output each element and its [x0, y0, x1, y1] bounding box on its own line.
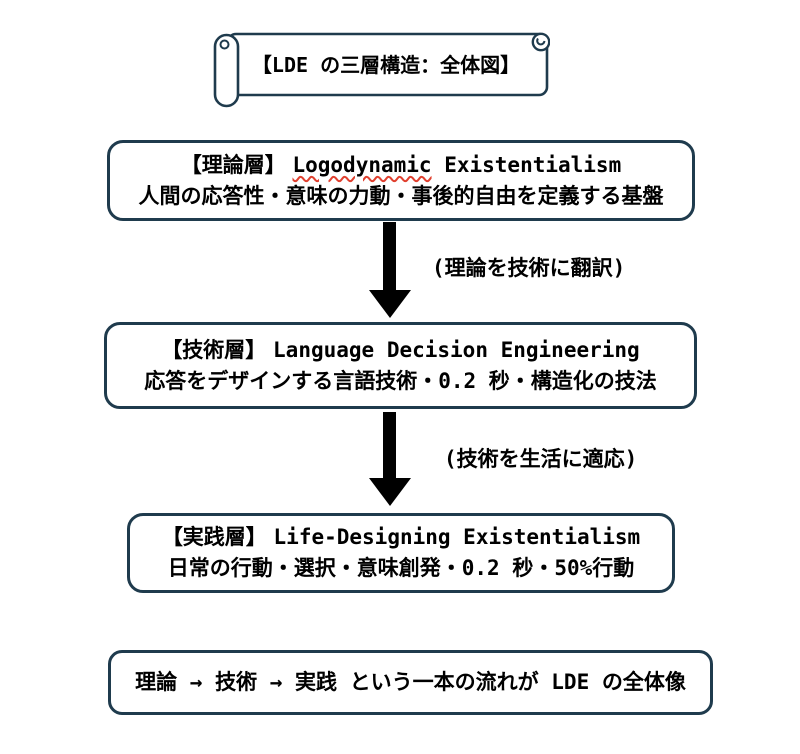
arrow-label-theory-to-tech: (理論を技術に翻訳) [432, 256, 626, 280]
summary-box: 理論 → 技術 → 実践 という一本の流れが LDE の全体像 [108, 650, 713, 715]
scroll-banner-icon [213, 32, 550, 108]
summary-text: 理論 → 技術 → 実践 という一本の流れが LDE の全体像 [135, 670, 686, 694]
banner-title: 【LDE の三層構造：全体図】 [251, 53, 521, 77]
tech-description: 応答をデザインする言語技術・0.2 秒・構造化の技法 [144, 368, 657, 393]
down-arrow-icon-1 [369, 222, 411, 318]
practice-heading-prefix: 【実践層】 [161, 525, 267, 549]
theory-description: 人間の応答性・意味の力動・事後的自由を定義する基盤 [138, 183, 664, 208]
tech-heading-prefix: 【技術層】 [161, 337, 267, 362]
layer-box-theory: 【理論層】Logodynamic Existentialism 人間の応答性・意… [107, 140, 695, 221]
theory-heading: 【理論層】Logodynamic Existentialism [181, 150, 621, 181]
practice-heading-en: Life-Designing Existentialism [273, 525, 641, 549]
arrow-label-tech-to-practice: (技術を生活に適応) [444, 447, 638, 471]
layer-box-technology: 【技術層】Language Decision Engineering 応答をデザ… [104, 322, 697, 409]
practice-heading: 【実践層】Life-Designing Existentialism [162, 522, 640, 553]
tech-heading: 【技術層】Language Decision Engineering [161, 335, 639, 366]
layer-box-practice: 【実践層】Life-Designing Existentialism 日常の行動… [127, 513, 675, 593]
down-arrow-icon-2 [369, 412, 411, 506]
tech-heading-en: Language Decision Engineering [273, 337, 640, 362]
theory-heading-rest: Existentialism [431, 152, 622, 177]
practice-description: 日常の行動・選択・意味創発・0.2 秒・50%行動 [167, 556, 635, 580]
theory-heading-misspelled-word: Logodynamic [292, 152, 432, 177]
theory-heading-prefix: 【理論層】 [180, 152, 286, 177]
